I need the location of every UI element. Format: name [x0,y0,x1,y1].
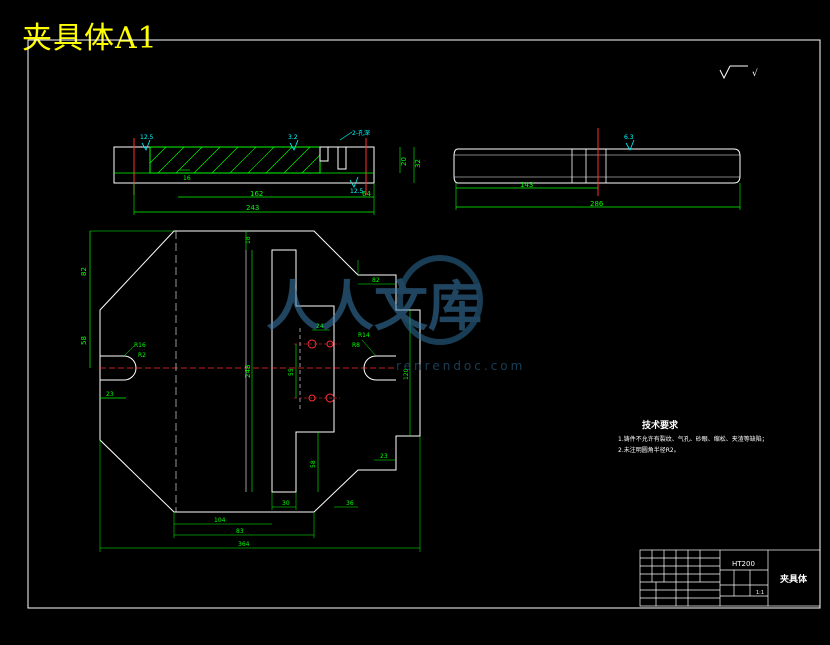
plan-dim-r8: R8 [352,342,360,349]
watermark: 人人文库 renrendoc.com [266,255,525,373]
surface-mark-text: √ [752,68,758,79]
plan-dim-364: 364 [238,541,250,548]
front-view: 12.5 3.2 2-孔深 12.5 16 162 64 243 20 32 [113,129,422,215]
front-dim-16: 16 [183,175,191,182]
side-dim-286: 286 [590,200,604,208]
plan-dim-82-left: 82 [80,267,88,276]
front-roughness-right: 12.5 [350,188,364,195]
drawing-border [27,39,821,609]
plan-dim-36: 36 [346,500,354,507]
front-dim-64: 64 [362,190,371,198]
plan-dim-248: 248 [244,365,252,378]
front-dim-32: 32 [414,159,422,168]
plan-dim-23-right: 23 [380,453,388,460]
plan-dim-r14: R14 [358,332,370,339]
plan-dim-120: 120 [403,368,410,380]
tech-req-heading: 技术要求 [642,419,679,431]
side-roughness: 6.3 [624,134,634,141]
plan-dim-23-left: 23 [106,391,114,398]
tech-req-line2: 2.未注明圆角半径R2。 [618,446,680,454]
plan-dim-58-inner: 58 [310,460,317,468]
front-dim-162: 162 [250,190,263,198]
title-block-part-name: 夹具体 [780,573,808,585]
side-dim-143: 143 [520,181,533,189]
front-dim-243: 243 [246,204,259,212]
plan-dim-18: 18 [245,236,252,244]
plan-dim-58: 58 [80,336,88,345]
plan-dim-24: 24 [316,323,324,330]
plan-dim-r16: R16 [134,342,146,349]
title-block [639,549,821,607]
plan-view: 82 58 R16 R2 23 18 248 24 55 58 30 [80,230,421,552]
plan-dim-83: 83 [236,528,244,535]
surface-finish-symbol: √ [719,65,758,80]
front-roughness-left: 12.5 [140,134,154,141]
tech-req-line1: 1.铸件不允许有裂纹、气孔、砂眼、缩松、夹渣等缺陷； [618,435,768,443]
plan-dim-r2: R2 [138,352,146,359]
plan-dim-82-right: 82 [372,277,380,284]
title-block-scale: 1:1 [756,590,764,596]
plan-dim-104: 104 [214,517,226,524]
watermark-text: 人人文库 [266,275,482,338]
technical-requirements: 技术要求 1.铸件不允许有裂纹、气孔、砂眼、缩松、夹渣等缺陷； 2.未注明圆角半… [618,419,768,454]
title-block-material: HT200 [732,560,755,568]
watermark-url: renrendoc.com [396,359,525,373]
section-hatch [149,146,321,174]
side-view: 6.3 143 286 [453,128,741,210]
watermark-logo-ring [397,255,483,345]
drawing-title: 夹具体A1 [22,21,158,56]
front-dim-20: 20 [400,157,408,166]
plan-dim-55: 55 [288,368,295,376]
front-hole-note: 2-孔深 [352,129,370,137]
front-roughness-mid: 3.2 [288,134,298,141]
plan-dim-30: 30 [282,500,290,507]
